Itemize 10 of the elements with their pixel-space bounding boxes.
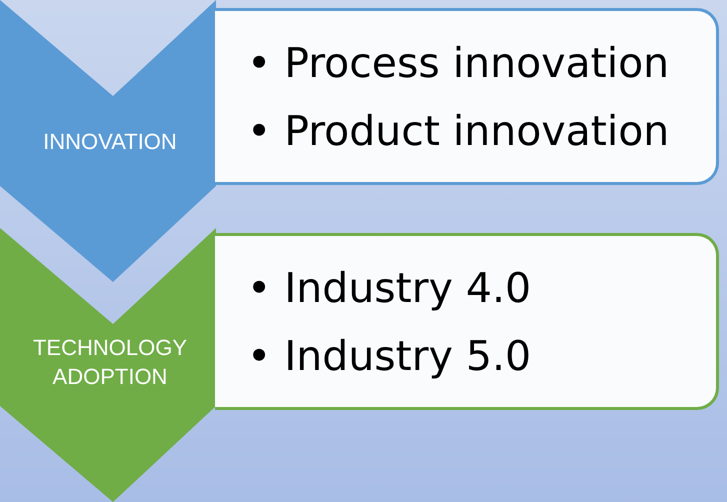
content-box [215,8,719,185]
content-box [215,233,719,410]
bullet-item: • Process innovation [247,38,670,89]
bullet-item: • Product innovation [247,106,670,157]
chevron-shape [0,0,216,282]
bullet-item: • Industry 4.0 [247,263,532,314]
stage-label: INNOVATION [42,128,178,156]
bullet-item: • Industry 5.0 [247,331,532,382]
stage-label: TECHNOLOGY ADOPTION [32,334,188,391]
chevron-shape [0,228,216,502]
